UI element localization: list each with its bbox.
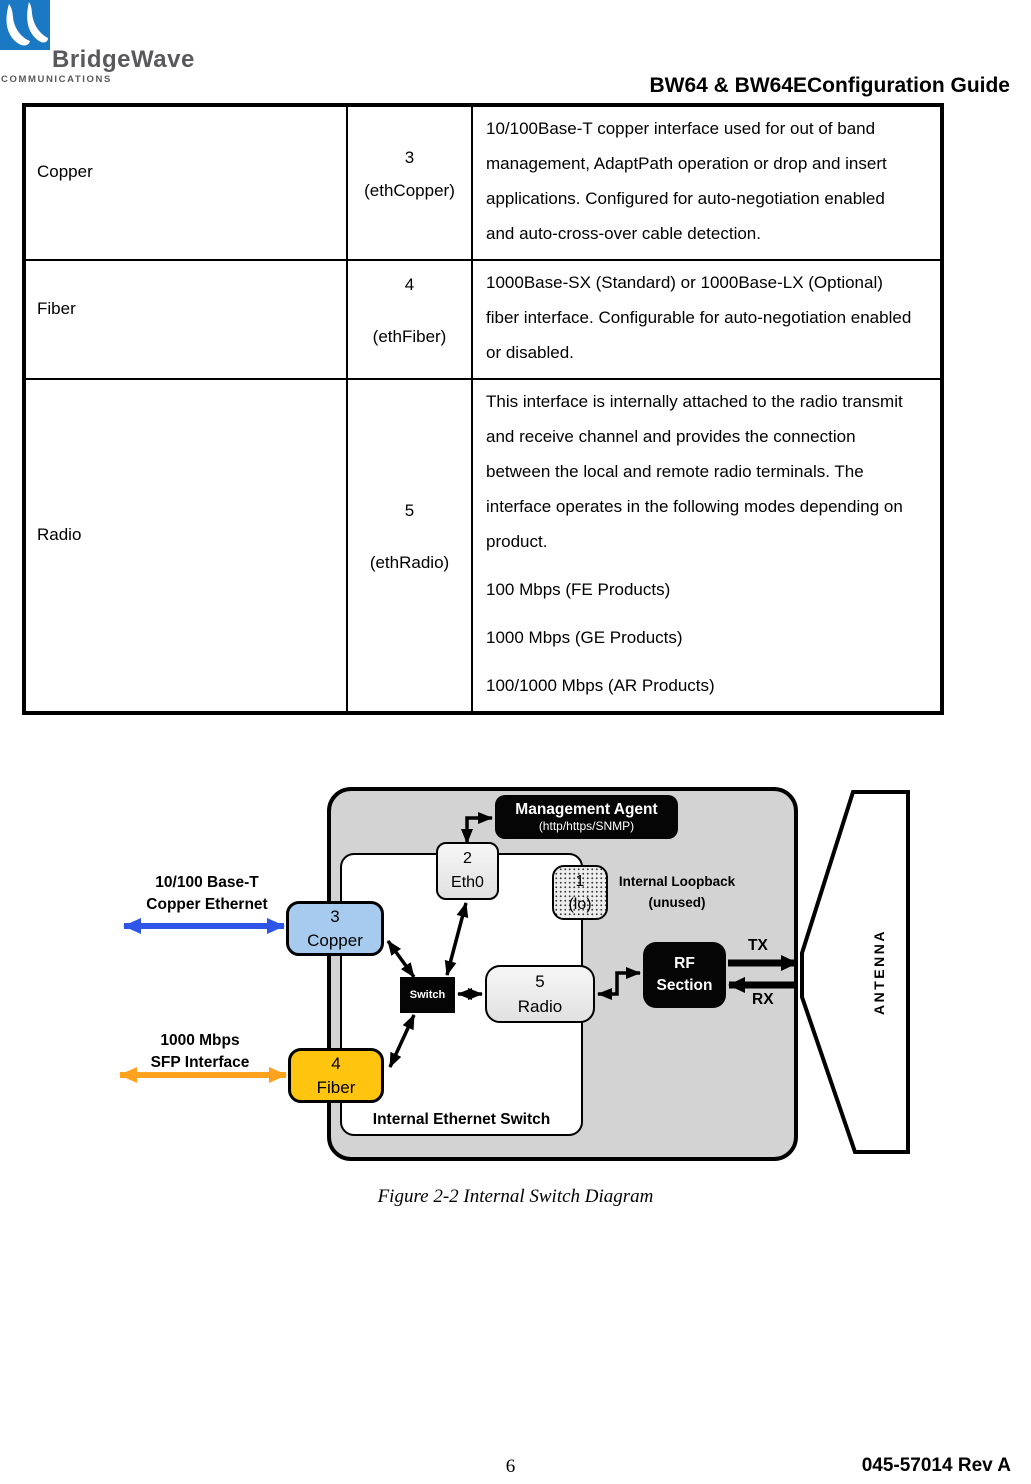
figure-caption: Figure 2-2 Internal Switch Diagram	[377, 1186, 654, 1207]
description-cell: This interface is internally attached to…	[471, 378, 943, 714]
description-paragraph: 100 Mbps (FE Products)	[486, 580, 671, 599]
loopback-port-node: 1 (lo)	[552, 865, 608, 920]
description-paragraph: This interface is internally attached to…	[486, 392, 903, 551]
port-id: (ethRadio)	[369, 553, 450, 572]
interface-name-cell: Fiber	[23, 259, 348, 380]
brand-subtitle: COMMUNICATIONS	[1, 74, 112, 85]
management-agent-protocols: (http/https/SNMP)	[538, 819, 635, 833]
logo-wave-icon	[0, 0, 50, 50]
copper-port-label: Copper	[307, 930, 363, 950]
loopback-note-line2: (unused)	[648, 895, 706, 910]
internal-switch-diagram: ANTENNA Internal Ethernet Switch Managem…	[0, 787, 1031, 1167]
external-fiber-line1: 1000 Mbps	[160, 1032, 240, 1049]
internal-ethernet-switch-label: Internal Ethernet Switch	[372, 1111, 551, 1128]
antenna-label: ANTENNA	[871, 929, 887, 1015]
port-id: (ethFiber)	[372, 327, 447, 346]
radio-port-node: 5 Radio	[485, 965, 595, 1023]
port-number: 5	[404, 501, 415, 520]
eth0-port-label: Eth0	[451, 874, 484, 891]
document-header-title: BW64 & BW64EConfiguration Guide	[649, 74, 1010, 97]
port-number: 3	[404, 148, 415, 167]
management-agent-title: Management Agent	[515, 801, 658, 818]
external-fiber-line2: SFP Interface	[150, 1054, 250, 1071]
external-copper-label: 10/100 Base-T Copper Ethernet	[107, 872, 307, 916]
brand-name: BridgeWave	[52, 46, 195, 73]
port-number-cell: 3 (ethCopper)	[346, 104, 473, 261]
port-number-cell: 4 (ethFiber)	[346, 259, 473, 380]
interface-table: Copper 3 (ethCopper) 10/100Base-T copper…	[22, 103, 944, 715]
fiber-port-label: Fiber	[316, 1077, 356, 1097]
document-number: 045-57014 Rev A	[861, 1455, 1011, 1476]
description-paragraph: 1000 Mbps (GE Products)	[486, 628, 683, 647]
loopback-port-label: (lo)	[568, 895, 592, 913]
loopback-note: Internal Loopback (unused)	[612, 871, 742, 913]
fiber-port-node: 4 Fiber	[288, 1048, 384, 1103]
tx-label: TX	[748, 937, 768, 954]
description-paragraph: 1000Base-SX (Standard) or 1000Base-LX (O…	[486, 273, 912, 362]
table-row: Copper 3 (ethCopper) 10/100Base-T copper…	[23, 104, 943, 261]
description-paragraph: 10/100Base-T copper interface used for o…	[486, 119, 887, 243]
port-number: 4	[404, 275, 415, 294]
port-number-cell: 5 (ethRadio)	[346, 378, 473, 714]
bridgewave-logo-mark	[0, 0, 50, 50]
description-cell: 1000Base-SX (Standard) or 1000Base-LX (O…	[471, 259, 943, 380]
loopback-port-number: 1	[575, 872, 585, 890]
page-number: 6	[505, 1456, 516, 1477]
description-paragraph: 100/1000 Mbps (AR Products)	[486, 676, 715, 695]
ethernet-switch-node: Switch	[400, 977, 455, 1013]
eth0-port-node: 2 Eth0	[436, 842, 499, 900]
radio-port-number: 5	[535, 972, 545, 991]
external-fiber-label: 1000 Mbps SFP Interface	[100, 1030, 300, 1074]
external-copper-line2: Copper Ethernet	[146, 896, 268, 913]
rf-section-line1: RF	[674, 955, 695, 972]
interface-name-cell: Copper	[23, 104, 348, 261]
management-agent-node: Management Agent (http/https/SNMP)	[495, 795, 678, 839]
table-row: Fiber 4 (ethFiber) 1000Base-SX (Standard…	[23, 259, 943, 380]
eth0-port-number: 2	[463, 850, 472, 867]
copper-port-number: 3	[330, 906, 340, 926]
rf-section-line2: Section	[656, 977, 713, 994]
rx-label: RX	[752, 991, 774, 1008]
port-id: (ethCopper)	[364, 181, 455, 200]
external-copper-line1: 10/100 Base-T	[155, 874, 259, 891]
rf-section-node: RF Section	[643, 942, 726, 1008]
antenna-shape	[800, 790, 910, 1154]
loopback-note-line1: Internal Loopback	[618, 874, 736, 889]
fiber-port-number: 4	[331, 1053, 341, 1073]
copper-port-node: 3 Copper	[286, 901, 384, 956]
table-row: Radio 5 (ethRadio) This interface is int…	[23, 378, 943, 714]
description-cell: 10/100Base-T copper interface used for o…	[471, 104, 943, 261]
interface-name-cell: Radio	[23, 378, 348, 714]
radio-port-label: Radio	[517, 997, 563, 1016]
